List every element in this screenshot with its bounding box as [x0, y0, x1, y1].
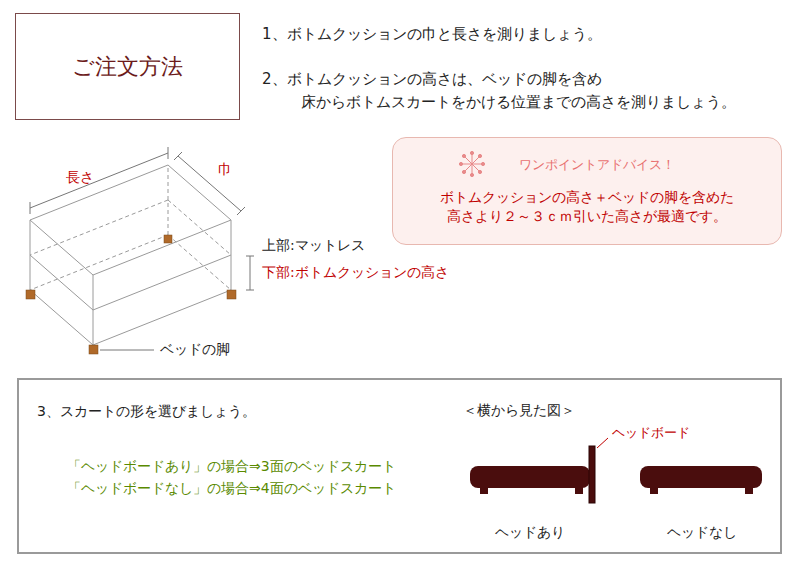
step-heading: 3、スカートの形を選びましょう。: [37, 402, 256, 421]
part-label: ベッドの脚: [160, 340, 230, 359]
star-icon: [458, 150, 486, 178]
view-label: ヘッドなし: [667, 523, 737, 542]
part-label: ヘッドボード: [612, 424, 690, 442]
bed-frame-drawing: [30, 147, 254, 350]
step-text: 1、ボトムクッションの巾と長さを測りましょう。: [262, 24, 602, 44]
bed-legs: [26, 235, 236, 354]
option-text: 「ヘッドボードなし」の場合⇒4面のベッドスカート: [67, 479, 396, 498]
view-caption: ＜横から見た図＞: [463, 401, 575, 420]
part-label: 上部:マットレス: [262, 236, 365, 255]
page-title: ご注文方法: [72, 52, 183, 82]
advice-body: ボトムクッションの高さ＋ベッドの脚を含めた 高さより２～３ｃｍ引いた高さが最適で…: [426, 188, 748, 226]
title-box: ご注文方法: [15, 13, 240, 120]
view-label: ヘッドあり: [495, 523, 565, 542]
headboard-leader: [597, 438, 608, 448]
part-label: 下部:ボトムクッションの高さ: [262, 263, 449, 282]
advice-heading: ワンポイントアドバイス！: [519, 156, 675, 174]
option-text: 「ヘッドボードあり」の場合⇒3面のベッドスカート: [67, 457, 396, 476]
advice-box: ワンポイントアドバイス！ ボトムクッションの高さ＋ベッドの脚を含めた 高さより２～…: [392, 137, 782, 245]
dimension-label: 長さ: [66, 168, 94, 187]
step-text: 2、ボトムクッションの高さは、ベッドの脚を含め 床からボトムスカートをかける位置…: [262, 68, 766, 113]
bed-side-views: [470, 446, 762, 503]
dimension-label: 巾: [218, 160, 232, 179]
